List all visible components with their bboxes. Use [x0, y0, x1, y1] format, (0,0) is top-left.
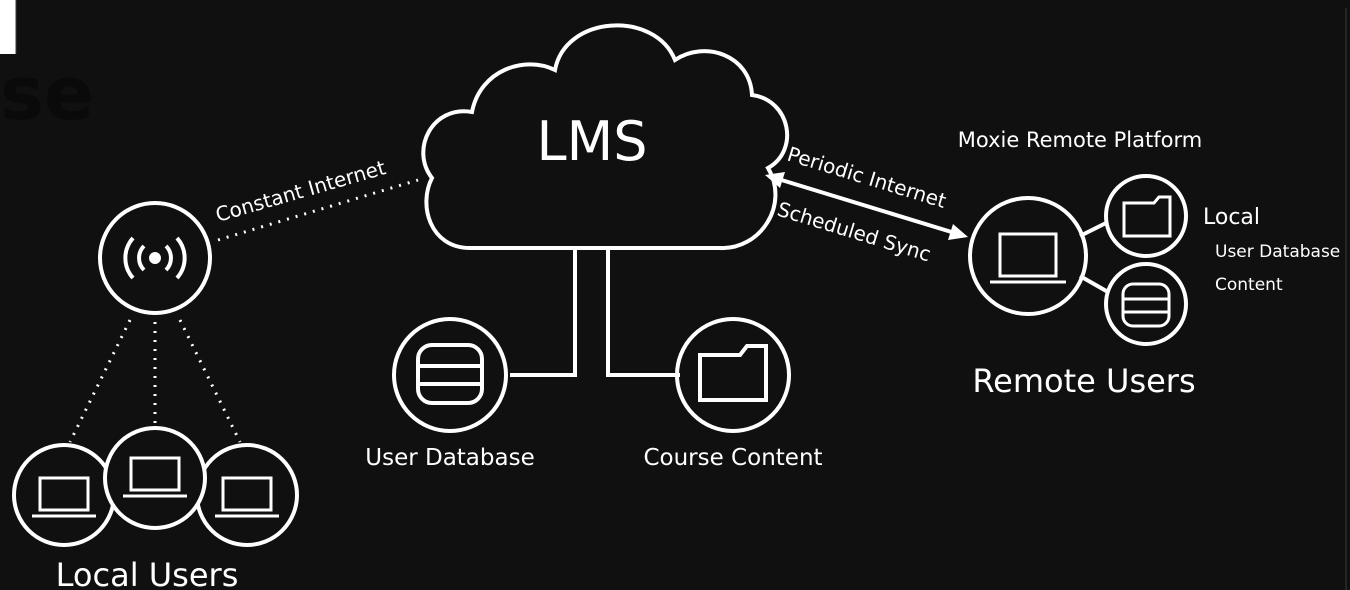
connector-cloud-database — [510, 248, 577, 377]
wireless-access-point-icon — [123, 236, 187, 280]
remote-users-label: Remote Users — [972, 362, 1195, 400]
lms-cloud — [421, 23, 790, 251]
local-users-label: Local Users — [56, 556, 239, 590]
laptop-icon — [32, 476, 96, 518]
database-icon — [416, 343, 484, 405]
user-database-node — [392, 317, 508, 433]
folder-icon — [1122, 195, 1172, 238]
database-icon — [1121, 282, 1171, 328]
course-content-label: Course Content — [643, 445, 822, 471]
user-database-label: User Database — [365, 445, 534, 471]
laptop-icon — [990, 232, 1066, 284]
remote-connectors — [1079, 220, 1109, 294]
lms-label: LMS — [537, 110, 648, 173]
remote-laptop-node — [968, 196, 1088, 316]
folder-icon — [698, 344, 768, 402]
laptop-icon — [123, 456, 187, 498]
local-label: Local — [1203, 205, 1260, 230]
connector-cloud-folder — [606, 248, 680, 377]
local-user-database-label: User Database — [1215, 242, 1340, 262]
local-content-label: Content — [1215, 275, 1283, 295]
remote-database-node — [1104, 262, 1188, 346]
remote-folder-node — [1104, 174, 1188, 258]
page-title: se — [0, 51, 95, 137]
moxie-platform-label: Moxie Remote Platform — [958, 128, 1202, 152]
access-point-node — [98, 201, 212, 315]
periodic-internet-link — [765, 172, 968, 240]
local-users-group — [12, 426, 299, 547]
course-content-node — [675, 317, 791, 433]
laptop-icon — [215, 476, 279, 518]
